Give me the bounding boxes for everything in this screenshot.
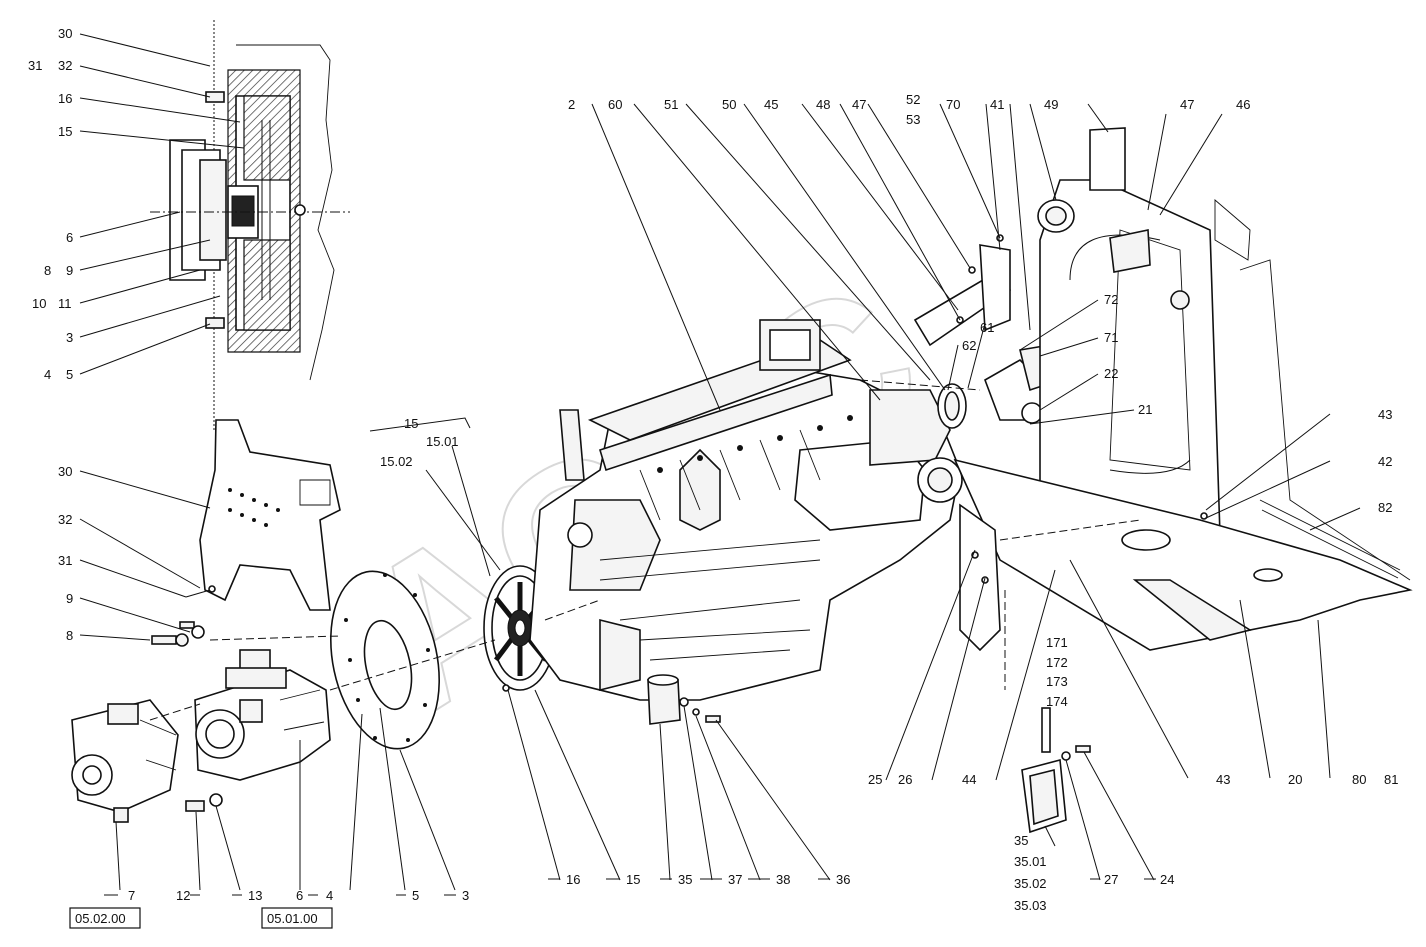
callout-32: 32 (58, 58, 72, 73)
adapter-plate-3 (330, 570, 440, 750)
callout-35-01: 35.01 (1014, 854, 1047, 869)
callout-27: 27 (1104, 872, 1118, 887)
callout-3: 3 (66, 330, 73, 345)
reference-box-right: 05.01.00 (261, 907, 333, 929)
callout-35-03: 35.03 (1014, 898, 1047, 913)
label-ticks (104, 878, 1156, 896)
callout-41: 41 (990, 97, 1004, 112)
callout-174: 174 (1046, 694, 1068, 709)
callout-52: 52 (906, 92, 920, 107)
engine-assembly (529, 319, 963, 701)
callout-35-b: 35 (1014, 833, 1028, 848)
callout-172: 172 (1046, 655, 1068, 670)
reference-label-left: 05.02.00 (75, 911, 126, 926)
callout-12: 12 (176, 888, 190, 903)
callout-43: 43 (1378, 407, 1392, 422)
brackets-47-52 (913, 234, 1012, 347)
callout-62: 62 (962, 338, 976, 353)
callout-53: 53 (906, 112, 920, 127)
reference-label-right: 05.01.00 (267, 911, 318, 926)
callout-6-b: 6 (296, 888, 303, 903)
callout-20: 20 (1288, 772, 1302, 787)
callout-15-group: 15 (404, 416, 418, 431)
leader-lines (79, 33, 1361, 891)
reference-box-left: 05.02.00 (69, 907, 141, 929)
bracket-26 (959, 503, 1001, 652)
callout-36: 36 (836, 872, 850, 887)
hydraulic-pump-7 (71, 699, 179, 823)
base-frame-80 (953, 259, 1413, 651)
fan-shroud-41 (1037, 127, 1251, 541)
callout-15-01: 15.01 (426, 434, 459, 449)
callout-7: 7 (128, 888, 135, 903)
callout-30-b: 30 (58, 464, 72, 479)
callout-5-b: 5 (412, 888, 419, 903)
callout-60: 60 (608, 97, 622, 112)
callout-22: 22 (1104, 366, 1118, 381)
callout-61: 61 (980, 320, 994, 335)
callout-16: 16 (58, 91, 72, 106)
callout-16-b: 16 (566, 872, 580, 887)
callout-42: 42 (1378, 454, 1392, 469)
assembly-lines (149, 379, 1141, 721)
callout-50: 50 (722, 97, 736, 112)
callout-8-b: 8 (66, 628, 73, 643)
callout-5: 5 (66, 367, 73, 382)
callout-32-b: 32 (58, 512, 72, 527)
callout-49: 49 (1044, 97, 1058, 112)
callout-173: 173 (1046, 674, 1068, 689)
callout-9-b: 9 (66, 591, 73, 606)
callout-4: 4 (44, 367, 51, 382)
callout-35-a: 35 (678, 872, 692, 887)
callout-labels: 30 31 32 16 15 6 8 9 10 11 3 4 5 30 32 3… (28, 26, 1398, 913)
callout-6: 6 (66, 230, 73, 245)
callout-81: 81 (1384, 772, 1398, 787)
callout-72: 72 (1104, 292, 1118, 307)
callout-31: 31 (28, 58, 42, 73)
callout-47: 47 (852, 97, 866, 112)
callout-15: 15 (58, 124, 72, 139)
callout-171: 171 (1046, 635, 1068, 650)
callout-2: 2 (568, 97, 575, 112)
clutch-section-view (150, 20, 350, 430)
callout-43-b: 43 (1216, 772, 1230, 787)
callout-47-b: 47 (1180, 97, 1194, 112)
callout-51: 51 (664, 97, 678, 112)
callout-70: 70 (946, 97, 960, 112)
callout-38: 38 (776, 872, 790, 887)
callout-10: 10 (32, 296, 46, 311)
callout-3-b: 3 (462, 888, 469, 903)
callout-25: 25 (868, 772, 882, 787)
callout-44: 44 (962, 772, 976, 787)
engine-mount-35 (647, 674, 721, 725)
callout-45: 45 (764, 97, 778, 112)
hydraulic-pump-6 (194, 649, 331, 781)
callout-13: 13 (248, 888, 262, 903)
callout-82: 82 (1378, 500, 1392, 515)
callout-4-b: 4 (326, 888, 333, 903)
engine-mount-35-right (1021, 707, 1091, 834)
callout-35-02: 35.02 (1014, 876, 1047, 891)
callout-46: 46 (1236, 97, 1250, 112)
callout-37: 37 (728, 872, 742, 887)
callout-80: 80 (1352, 772, 1366, 787)
callout-9: 9 (66, 263, 73, 278)
callout-15-02: 15.02 (380, 454, 413, 469)
callout-11: 11 (58, 296, 72, 311)
callout-8: 8 (44, 263, 51, 278)
callout-15-b: 15 (626, 872, 640, 887)
callout-48: 48 (816, 97, 830, 112)
callout-30: 30 (58, 26, 72, 41)
callout-26: 26 (898, 772, 912, 787)
callout-31-b: 31 (58, 553, 72, 568)
callout-24: 24 (1160, 872, 1174, 887)
mounting-bracket-30 (185, 419, 341, 611)
callout-21: 21 (1138, 402, 1152, 417)
callout-71: 71 (1104, 330, 1118, 345)
